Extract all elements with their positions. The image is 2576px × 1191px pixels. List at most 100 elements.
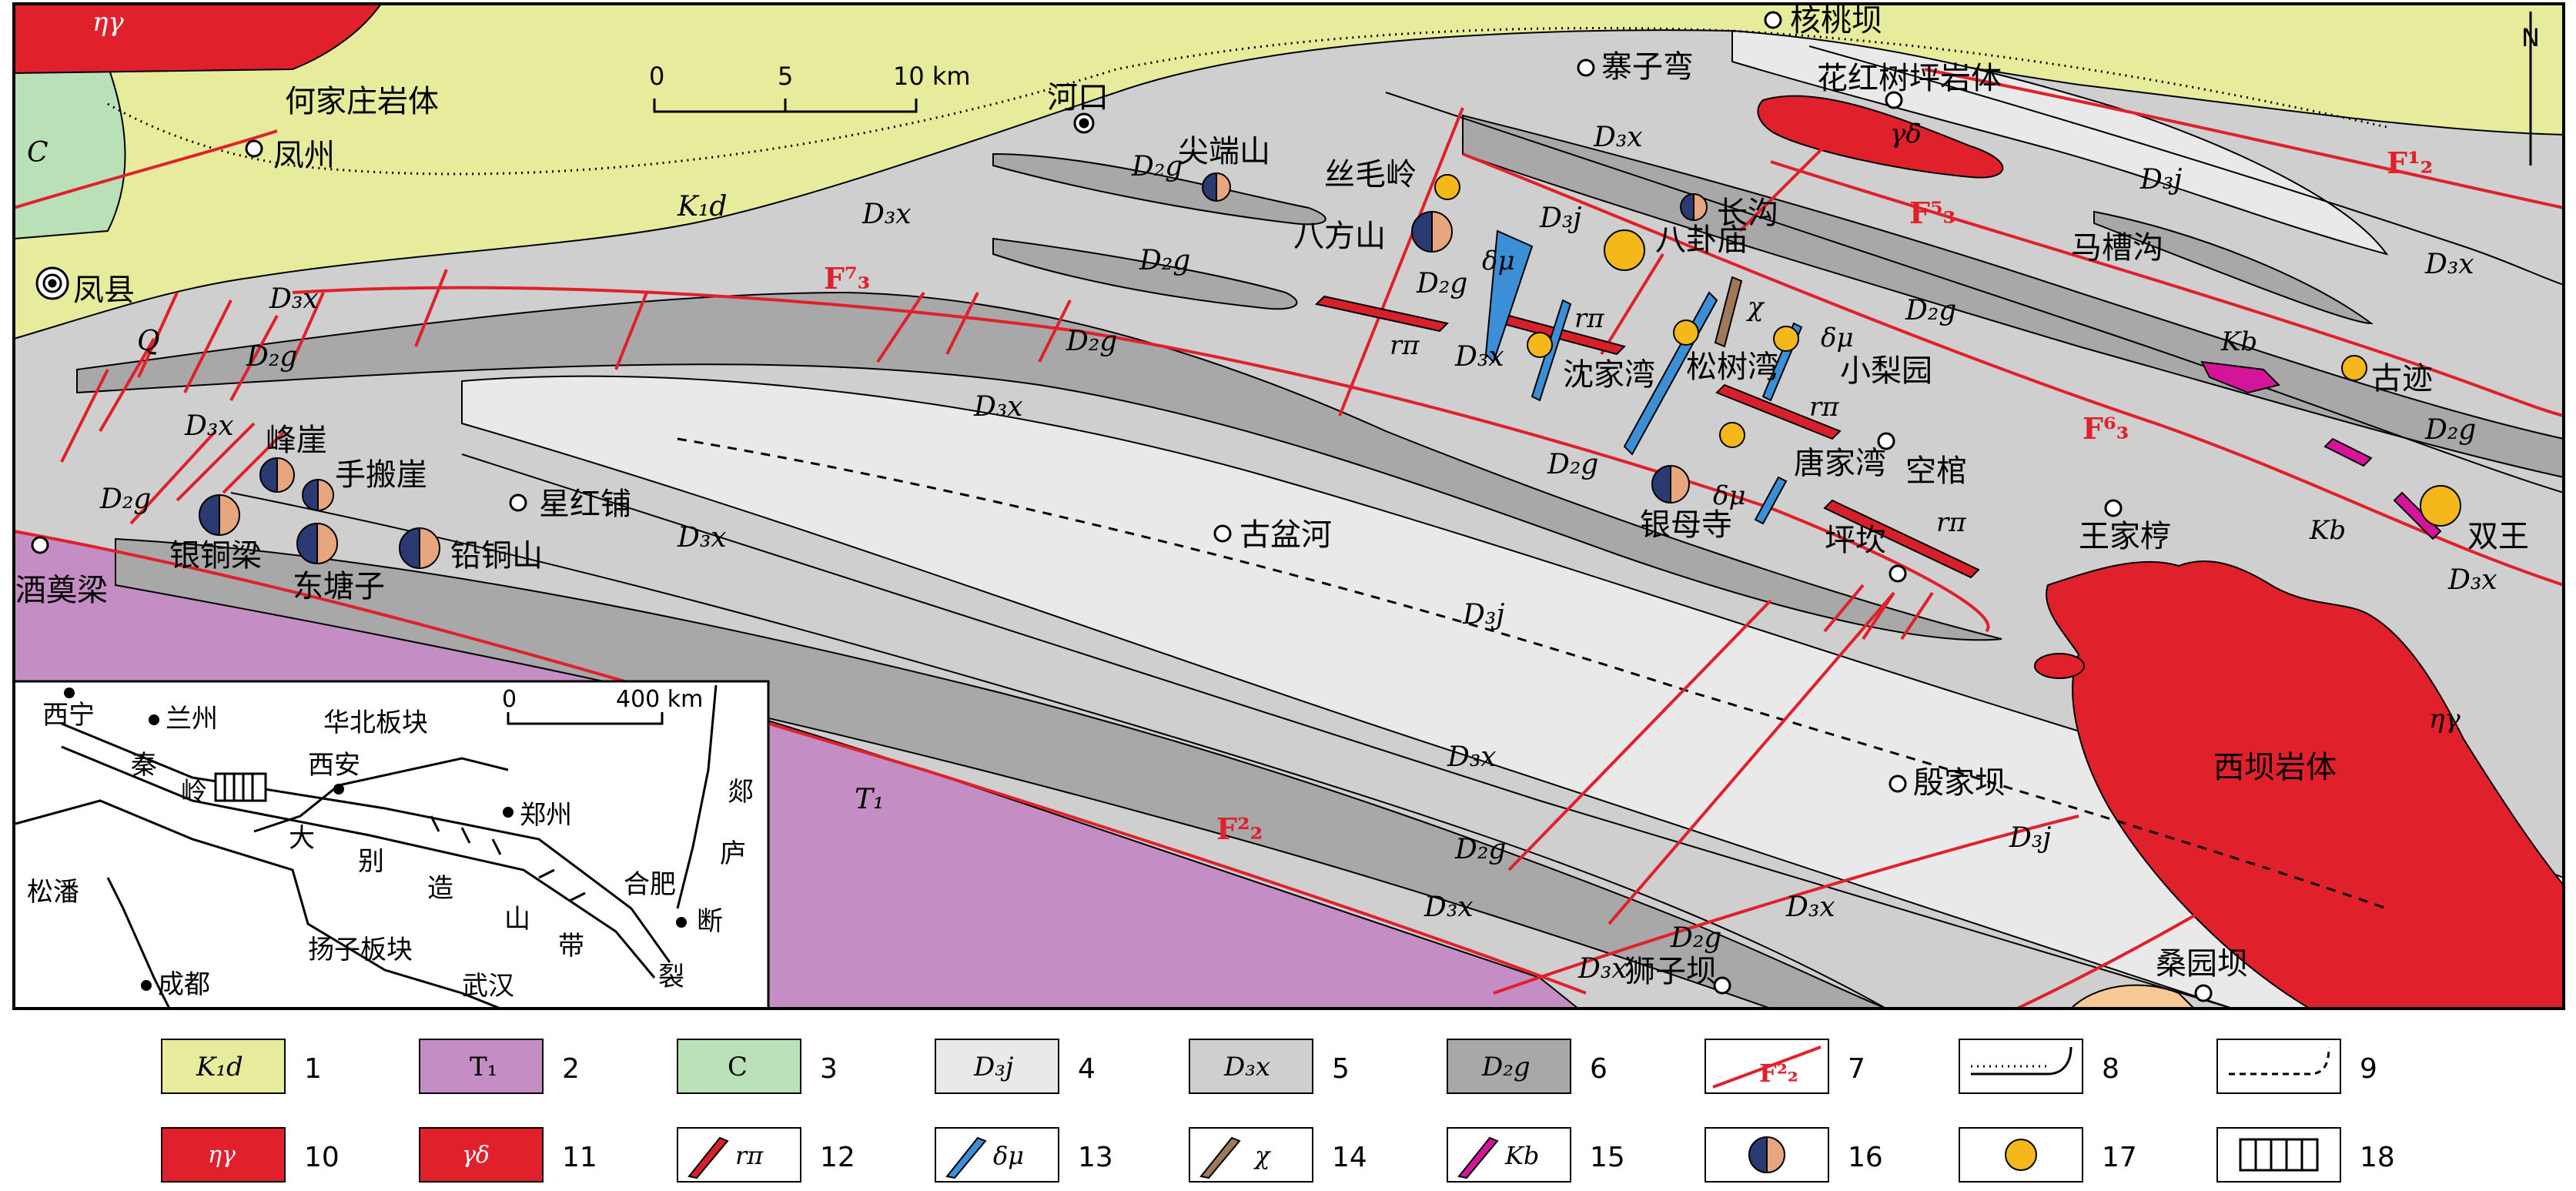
- svg-text:δμ: δμ: [993, 1141, 1024, 1170]
- label-jiumoliang: 酒奠梁: [15, 573, 108, 608]
- dike-chi: [1714, 276, 1743, 348]
- inset-yangzi: 扬子板块: [308, 935, 413, 965]
- label-d2g-2: D₂g: [99, 483, 151, 515]
- svg-text:γδ: γδ: [462, 1142, 490, 1169]
- cu-deposit-yintongliang: [199, 493, 240, 537]
- map-frame: [12, 2, 2565, 1010]
- inset-belt-dai: 带: [558, 931, 584, 962]
- svg-text:3: 3: [820, 1053, 838, 1085]
- inset-study-area: [214, 772, 267, 802]
- rock-labels: ηγ ηγ γδ rπ rπ rπ rπ δμ δμ δμ χ Kb Kb: [92, 7, 2461, 734]
- granite-small: [2034, 653, 2085, 679]
- label-zhaiziwan: 寨子弯: [1601, 49, 1694, 85]
- cu-deposit-qiantongshan: [399, 527, 440, 570]
- d2g-lens-1: [992, 152, 1326, 226]
- label-dmu-1: δμ: [1482, 246, 1515, 276]
- inset-tanlu-tan: 郯: [728, 777, 754, 808]
- label-d3x-9: D₃x: [2447, 564, 2497, 596]
- label-etagamma-2: ηγ: [2429, 704, 2461, 734]
- label-d2g-1: D₂g: [246, 341, 297, 373]
- label-jianduanshan: 尖端山: [1178, 134, 1270, 169]
- svg-text:17: 17: [2102, 1142, 2137, 1173]
- svg-text:C: C: [728, 1052, 748, 1082]
- svg-text:K₁d: K₁d: [196, 1052, 243, 1082]
- label-f1-2: F¹₂: [2387, 146, 2433, 180]
- label-rpi-4: rπ: [1936, 507, 1966, 538]
- svg-text:16: 16: [1848, 1142, 1883, 1173]
- cu-deposit-shoubanya: [302, 478, 334, 512]
- label-d3x-13: D₃x: [1577, 953, 1628, 985]
- cu-deposit-changgou: [1680, 192, 1708, 222]
- label-tangjiawan: 唐家湾: [1794, 446, 1886, 481]
- legend-16: 16: [1705, 1127, 1883, 1183]
- label-fengya: 峰崖: [266, 423, 327, 458]
- label-f7-3: F⁷₃: [824, 261, 870, 296]
- label-xinghongpu: 星红铺: [539, 487, 631, 522]
- label-q: Q: [137, 326, 160, 357]
- fault-x1: [1338, 107, 1464, 417]
- label-gammadelta: γδ: [1890, 119, 1922, 149]
- label-d3j-2: D₃j: [1539, 202, 1581, 234]
- dike-rpi-1: [1314, 295, 1450, 333]
- label-d3x-2: D₃x: [269, 283, 319, 315]
- label-shoubanya: 手搬崖: [335, 457, 427, 493]
- label-songshuwan: 松树湾: [1686, 350, 1778, 385]
- label-d2g-6: D₂g: [1416, 268, 1467, 299]
- label-d2g-10: D₂g: [1454, 834, 1506, 865]
- svg-text:5: 5: [1332, 1053, 1350, 1085]
- fault-x2: [1507, 599, 1772, 872]
- label-d2g-9: D₂g: [2424, 414, 2476, 446]
- svg-text:15: 15: [1590, 1142, 1625, 1173]
- c-unit: [13, 65, 126, 240]
- label-d2g-3: D₂g: [1131, 151, 1183, 182]
- inset-wuhan: 武汉: [462, 971, 514, 1002]
- d3j-band-ne: [1731, 29, 2389, 256]
- label-hejiazhuang: 何家庄岩体: [285, 84, 439, 119]
- label-d3x-11: D₃x: [1423, 892, 1474, 923]
- label-d2g-4: D₂g: [1139, 245, 1190, 276]
- inset-belt-zao: 造: [427, 873, 453, 904]
- label-dmu-2: δμ: [1821, 323, 1854, 353]
- north-arrow: N: [2521, 12, 2540, 166]
- xiba-granite: [2046, 560, 2564, 1009]
- inset-chengdu: 成都: [158, 969, 210, 1000]
- label-f5-3: F⁵₃: [1909, 196, 1955, 230]
- k1d-unit: [13, 3, 2564, 340]
- label-xibayanti: 西坝岩体: [2213, 750, 2337, 785]
- label-d2g-7: D₂g: [1905, 295, 1956, 326]
- svg-text:10: 10: [304, 1142, 340, 1173]
- north-label: N: [2521, 23, 2540, 52]
- label-dongtangzi: 东塘子: [293, 569, 385, 604]
- fault-f5-3: [1770, 160, 2564, 417]
- label-hetaoba: 核桃坝: [1790, 3, 1882, 38]
- legend-5: D₃x 5: [1189, 1039, 1350, 1094]
- label-d3x-3: D₃x: [184, 410, 234, 442]
- label-d3j-1: D₃j: [1462, 599, 1504, 631]
- cu-deposit-jianduanshan: [1202, 172, 1231, 202]
- svg-text:rπ: rπ: [735, 1141, 764, 1170]
- label-d3j-4: D₃j: [2009, 822, 2051, 854]
- legend-17: 17: [1959, 1127, 2137, 1183]
- label-rpi-1: rπ: [1390, 330, 1420, 361]
- label-qiantongshan: 铅铜山: [450, 538, 543, 574]
- scale-5: 5: [778, 62, 793, 91]
- d2g-lens-2: [992, 237, 1298, 310]
- label-d2g-5: D₂g: [1066, 326, 1117, 357]
- svg-text:7: 7: [1848, 1053, 1865, 1085]
- towns: [31, 11, 2213, 1002]
- label-d2g-8: D₂g: [1547, 449, 1598, 480]
- label-etagamma-1: ηγ: [92, 7, 124, 38]
- svg-text:D₃x: D₃x: [1223, 1052, 1270, 1082]
- cu-deposit-dongtangzi: [296, 522, 338, 565]
- label-d3x-8: D₃x: [2424, 249, 2474, 280]
- faults: [13, 68, 2564, 1010]
- label-d2g-11: D₂g: [1670, 922, 1721, 954]
- fault-f2-2: [13, 530, 1587, 995]
- contact-lines: [230, 45, 2564, 1009]
- place-labels: 何家庄岩体 凤州 凤县 河口 尖端山 丝毛岭 八方山 寨子弯 核桃坝 花红树坪岩…: [15, 3, 2529, 989]
- inset-lanzhou: 兰州: [166, 704, 218, 734]
- svg-text:D₂g: D₂g: [1481, 1052, 1531, 1082]
